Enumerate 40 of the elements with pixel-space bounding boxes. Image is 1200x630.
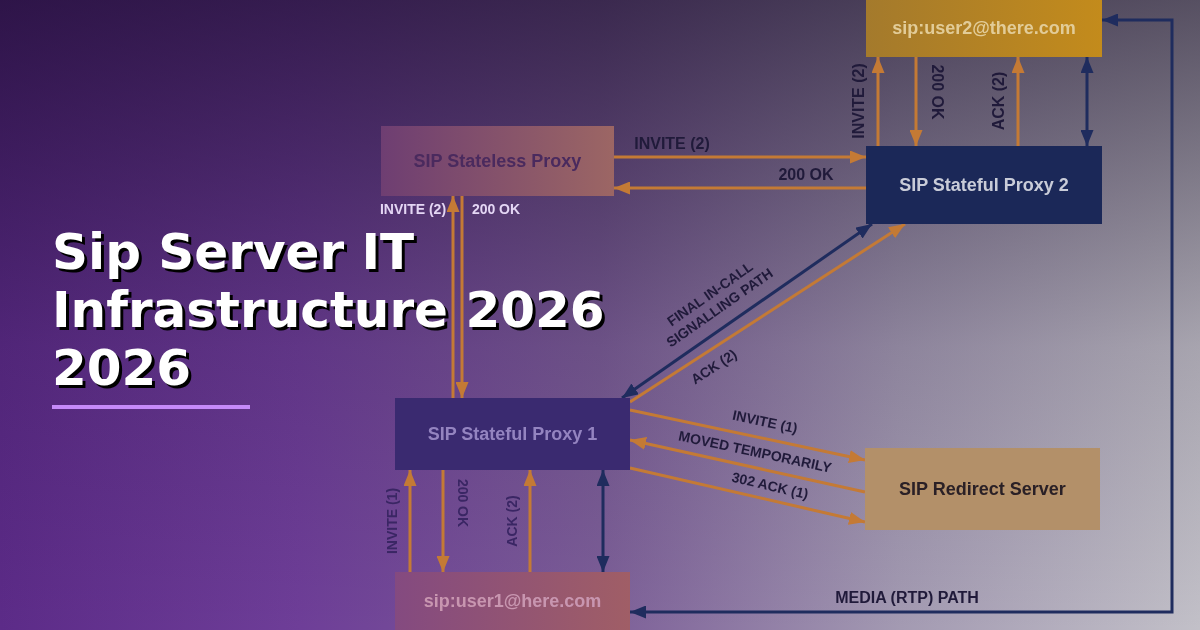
arrow — [629, 466, 866, 525]
address-box — [395, 572, 630, 630]
arrow — [614, 181, 866, 195]
address-box — [866, 0, 1102, 57]
arrow — [871, 57, 885, 146]
proxy-box — [381, 126, 614, 196]
node-label: SIP Stateful Proxy 2 — [899, 173, 1069, 197]
arrow — [403, 470, 417, 572]
edge-label: INVITE (1) — [730, 406, 800, 438]
arrow — [614, 150, 866, 164]
edge-label: INVITE (2) — [849, 63, 867, 139]
server-box — [865, 448, 1100, 530]
arrow — [629, 408, 866, 464]
edge-label: 302 ACK (1) — [730, 468, 810, 504]
arrow — [629, 222, 906, 404]
arrow — [446, 196, 460, 398]
node-label: sip:user2@there.com — [892, 17, 1076, 40]
edge-label: 200 OK — [471, 200, 521, 218]
title: Sip Server IT Infrastructure 2026 2026 — [52, 223, 606, 397]
arrow — [909, 57, 923, 146]
edge-label: 200 OK — [928, 64, 946, 120]
edge-label: INVITE (2) — [379, 200, 447, 218]
edge-label: ACK (2) — [503, 495, 521, 547]
edge-label: MEDIA (RTP) PATH — [835, 588, 979, 606]
proxy-box — [395, 398, 630, 470]
double-arrow — [1080, 57, 1094, 146]
proxy-box — [866, 146, 1102, 224]
edge-label: 200 OK — [778, 165, 834, 183]
edge-label: ACK (2) — [989, 71, 1007, 131]
arrow — [436, 470, 450, 572]
node-label: SIP Stateful Proxy 1 — [427, 422, 598, 446]
node-label: sip:user1@here.com — [423, 589, 602, 613]
double-arrow — [596, 470, 610, 572]
arrow — [1011, 57, 1025, 146]
double-arrow — [621, 222, 873, 400]
node-label: SIP Redirect Server — [899, 477, 1066, 501]
double-arrow — [630, 13, 1174, 619]
arrow — [455, 196, 469, 398]
arrow — [629, 437, 866, 494]
arrow — [523, 470, 537, 572]
